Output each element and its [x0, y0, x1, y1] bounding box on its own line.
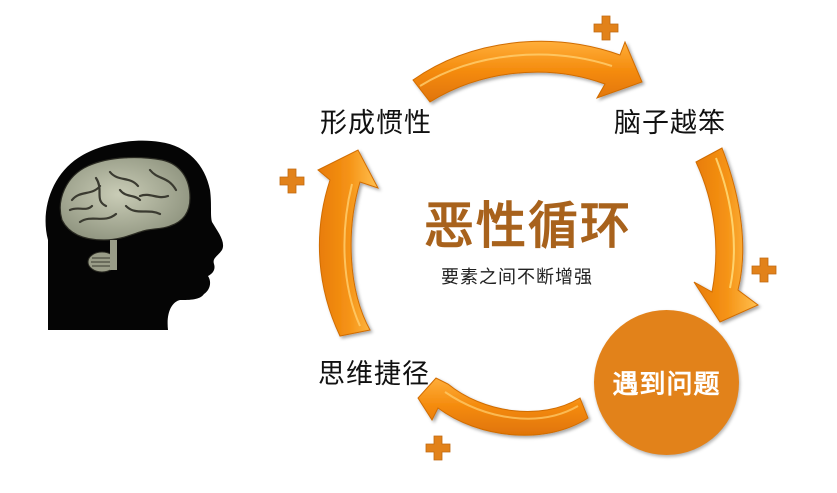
- plus-icon-bottom: [425, 435, 451, 461]
- plus-icon-left: [279, 168, 305, 194]
- diagram-subtitle: 要素之间不断增强: [441, 267, 593, 288]
- arrow-top: [412, 40, 643, 103]
- plus-icon-right: [751, 257, 777, 283]
- node-label-brain-dumber: 脑子越笨: [614, 108, 726, 139]
- node-label-encounter-problem: 遇到问题: [612, 370, 721, 400]
- node-label-forming-inertia: 形成惯性: [320, 108, 432, 139]
- plus-icon-top: [593, 15, 619, 41]
- node-label-thinking-shortcut: 思维捷径: [318, 359, 430, 390]
- arrow-right: [693, 147, 759, 323]
- arrow-left: [317, 149, 380, 337]
- brain: [59, 156, 191, 273]
- diagram-title: 恶性循环: [424, 196, 632, 255]
- arrow-bottom: [417, 377, 589, 436]
- node-circle-encounter-problem: 遇到问题: [594, 310, 739, 455]
